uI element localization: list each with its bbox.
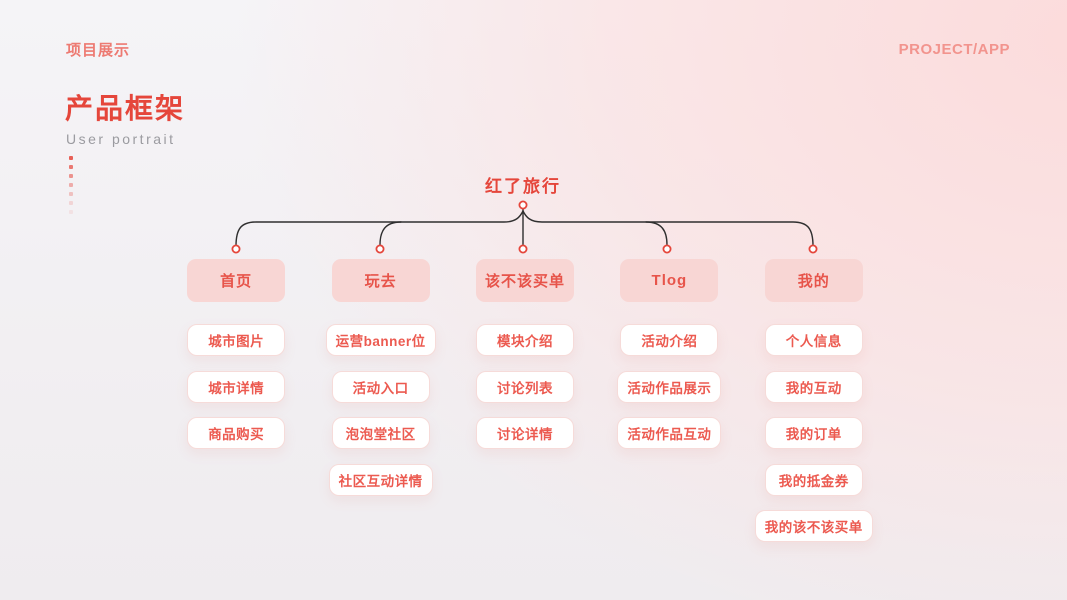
corner-label: PROJECT/APP [898, 41, 1010, 58]
tree-leaf: 泡泡堂社区 [331, 417, 430, 449]
tree-node: 我的 [764, 259, 863, 302]
page-title: 产品框架 [65, 93, 186, 124]
tree-leaf: 城市图片 [187, 324, 286, 356]
tree-column: 该不该买单模块介绍讨论列表讨论详情 [453, 259, 597, 557]
tree-leaf: 个人信息 [764, 324, 863, 356]
tree-leaf: 我的该不该买单 [754, 510, 873, 542]
branch-anchor-dot [231, 244, 241, 254]
tree-leaf: 城市详情 [187, 370, 286, 403]
root-anchor-dot [518, 200, 528, 210]
tree-leaf: 运营banner位 [325, 324, 436, 356]
tree-column: 玩去运营banner位活动入口泡泡堂社区社区互动详情 [308, 259, 452, 557]
branch-anchor-dot [375, 244, 385, 254]
tree-node: 该不该买单 [475, 259, 574, 302]
decorative-dots [69, 156, 73, 219]
branch-anchor-dot [518, 244, 528, 254]
tree-leaf: 模块介绍 [475, 324, 574, 356]
tree-column: 我的个人信息我的互动我的订单我的抵金券我的该不该买单 [742, 259, 886, 557]
tree-root-label: 红了旅行 [485, 177, 561, 196]
eyebrow-label: 项目展示 [66, 42, 131, 59]
tree-leaf: 社区互动详情 [328, 463, 433, 496]
tree-column: Tlog 活动介绍活动作品展示活动作品互动 [597, 259, 741, 557]
tree-leaf: 活动作品互动 [617, 417, 722, 449]
tree-leaf: 我的订单 [764, 417, 863, 449]
tree-leaf: 活动介绍 [620, 324, 719, 356]
tree-leaf: 活动作品展示 [617, 370, 722, 403]
branch-anchor-dot [808, 244, 818, 254]
tree-leaf: 我的互动 [764, 370, 863, 403]
tree-leaf: 商品购买 [187, 417, 286, 449]
tree-leaf: 讨论列表 [475, 370, 574, 403]
tree-node: 玩去 [331, 259, 430, 302]
tree-node: Tlog [620, 259, 719, 302]
page-subtitle: User portrait [66, 131, 176, 147]
tree-leaf: 我的抵金券 [764, 463, 863, 496]
tree-columns: 首页城市图片城市详情商品购买玩去运营banner位活动入口泡泡堂社区社区互动详情… [164, 259, 886, 557]
branch-anchor-dot [662, 244, 672, 254]
tree-node: 首页 [187, 259, 286, 302]
tree-leaf: 讨论详情 [475, 417, 574, 449]
tree-leaf: 活动入口 [331, 370, 430, 403]
tree-column: 首页城市图片城市详情商品购买 [164, 259, 308, 557]
